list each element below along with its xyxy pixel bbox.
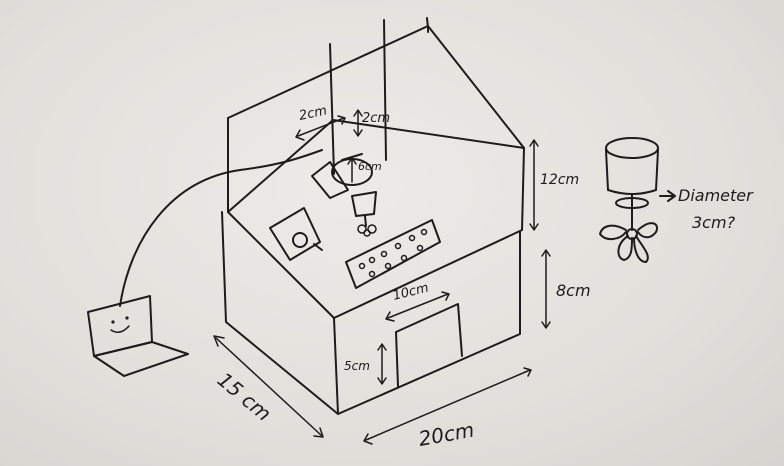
top-tubes	[329, 17, 429, 175]
sensor-plate	[269, 207, 323, 261]
control-board	[345, 219, 441, 289]
label-funnel: 6cm	[358, 160, 382, 173]
front-opening	[395, 303, 463, 387]
label-height-lower: 8cm	[556, 281, 591, 300]
label-opening-width: 10cm	[391, 281, 430, 304]
dimension-arrows	[213, 109, 551, 445]
label-top-width: 2cm	[298, 103, 329, 124]
label-width: 20cm	[417, 418, 476, 451]
label-top-height: 2cm	[362, 111, 390, 126]
label-height-upper: 12cm	[540, 172, 579, 188]
laptop-icon	[87, 295, 189, 377]
fan-diagram	[599, 137, 676, 263]
cable	[119, 149, 323, 307]
enclosure-outline	[221, 25, 525, 415]
fan-label-size: 3cm?	[692, 213, 736, 232]
label-opening-height: 5cm	[344, 359, 370, 373]
inner-cup-fan	[351, 191, 377, 237]
label-depth: 15 cm	[213, 367, 276, 425]
fan-label-diameter: Diameter	[678, 186, 754, 205]
